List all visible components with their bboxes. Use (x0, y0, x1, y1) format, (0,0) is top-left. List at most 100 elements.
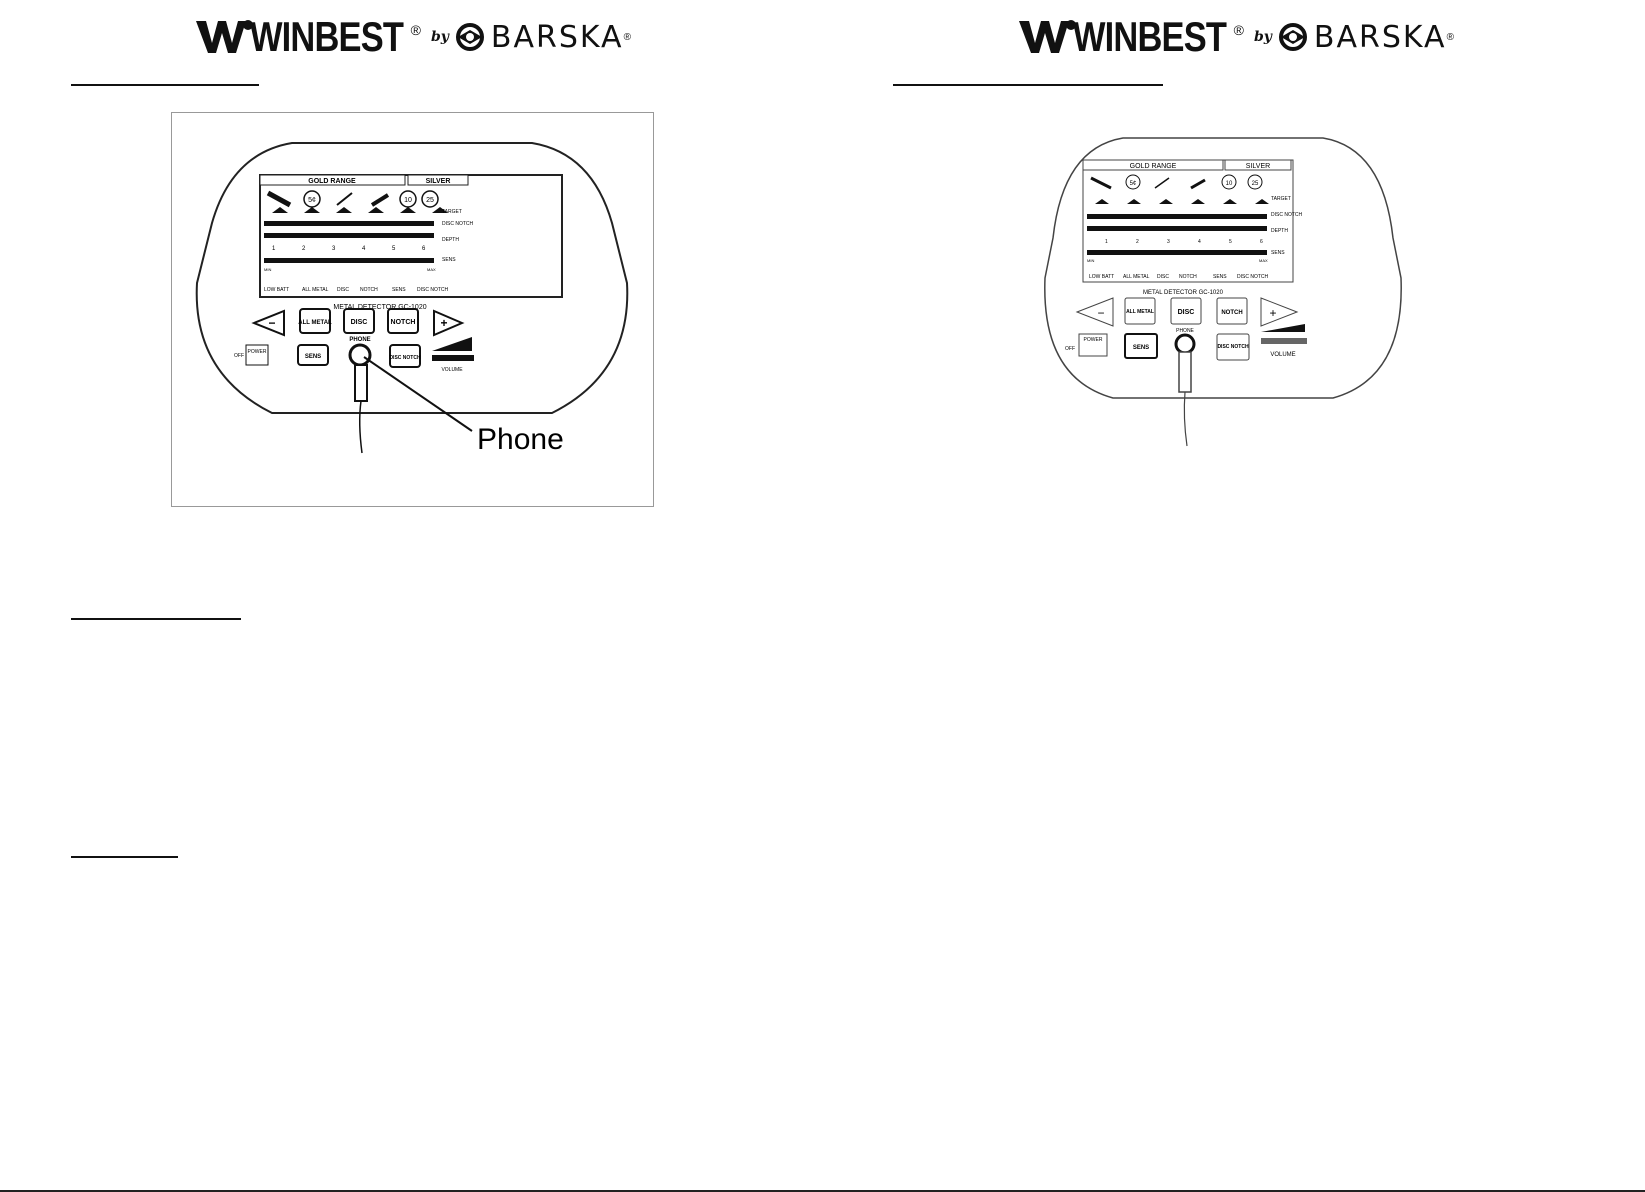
svg-text:DISC NOTCH: DISC NOTCH (1271, 212, 1303, 218)
target-arrow-row (272, 207, 448, 213)
power-switch[interactable] (245, 344, 269, 366)
volume-ramp-icon (1261, 324, 1305, 332)
gold-range-label: GOLD RANGE (308, 178, 356, 185)
detector-housing (195, 142, 629, 414)
notch-button[interactable] (387, 308, 419, 334)
gold-range-tab (259, 174, 406, 186)
svg-text:4: 4 (362, 246, 366, 252)
notch-button[interactable] (1216, 297, 1248, 325)
control-panel-diagram-phone: GOLD RANGE SILVER 5¢ 10 25 1 (171, 112, 654, 507)
svg-text:6: 6 (422, 246, 426, 252)
svg-text:2: 2 (302, 246, 306, 252)
svg-text:NOTCH: NOTCH (360, 287, 378, 293)
silver-tab (407, 174, 469, 186)
callout-line (363, 356, 473, 432)
detector-housing (1044, 137, 1402, 399)
depth-numbers: 1 2 3 4 5 6 (1105, 239, 1263, 245)
gold-range-tab (1082, 159, 1224, 171)
registered-mark: ® (1233, 22, 1244, 38)
svg-text:TARGET: TARGET (1271, 196, 1291, 202)
svg-text:DISC NOTCH: DISC NOTCH (1237, 274, 1269, 280)
disc-notch-label: DISC NOTCH (1217, 344, 1249, 350)
coin-5-label: 5¢ (1130, 181, 1137, 187)
coin-25-label: 25 (426, 197, 434, 204)
control-panel-diagram: GOLD RANGE SILVER 5¢ 10 25 1 2 3 (1033, 128, 1413, 474)
sens-label: SENS (305, 354, 321, 360)
svg-text:DEPTH: DEPTH (442, 237, 459, 243)
notch-label: NOTCH (391, 319, 416, 326)
sens-button[interactable] (297, 344, 329, 366)
volume-label: VOLUME (441, 367, 463, 373)
disc-notch-segments (1087, 214, 1267, 231)
lcd-right-labels: TARGET DISC NOTCH DEPTH SENS (1271, 196, 1303, 256)
coin-5-label: 5¢ (308, 197, 316, 204)
disc-label: DISC (351, 319, 368, 326)
svg-text:6: 6 (1260, 239, 1263, 245)
svg-text:1: 1 (272, 246, 276, 252)
key-icon (336, 192, 353, 206)
key-icon (1154, 177, 1170, 189)
phone-jack-label: PHONE (349, 337, 370, 343)
by-text: by (1253, 29, 1272, 45)
coin-25-label: 25 (1252, 181, 1259, 187)
plus-label: + (440, 316, 447, 330)
volume-bar (1261, 338, 1307, 344)
right-page: WINBEST ® by BARSKA ® GOLD RANGE SILVER … (823, 0, 1645, 1192)
minus-label: − (268, 316, 275, 330)
phone-jack[interactable] (1174, 333, 1196, 355)
volume-ramp-icon (432, 337, 472, 351)
coin-10-label: 10 (404, 197, 412, 204)
svg-text:DISC: DISC (337, 287, 349, 293)
svg-text:TARGET: TARGET (442, 209, 462, 215)
silver-tab (1224, 159, 1292, 171)
disc-button[interactable] (1170, 297, 1202, 325)
minus-button[interactable] (1075, 297, 1114, 327)
disc-notch-button[interactable] (389, 344, 421, 368)
section-rule-2 (71, 618, 241, 620)
pull-tab-icon (1190, 178, 1206, 190)
partner-name: BARSKA (1313, 19, 1447, 55)
winbest-w-icon (1019, 20, 1075, 53)
control-panel-right-svg: GOLD RANGE SILVER 5¢ 10 25 1 2 3 (1044, 137, 1402, 447)
all-metal-label: ALL METAL (1126, 309, 1154, 315)
off-label: OFF (1065, 346, 1075, 352)
plus-label: + (1269, 306, 1276, 320)
svg-text:DISC: DISC (1157, 274, 1169, 280)
disc-label: DISC (1178, 309, 1195, 316)
plus-button[interactable] (433, 309, 465, 337)
power-label: POWER (1084, 337, 1103, 343)
svg-text:5: 5 (1229, 239, 1232, 245)
gold-range-label: GOLD RANGE (1130, 163, 1177, 170)
notch-label: NOTCH (1221, 310, 1242, 316)
off-label: OFF (234, 353, 244, 359)
svg-text:SENS: SENS (392, 287, 406, 293)
minus-label: − (1097, 306, 1104, 320)
section-rule-1 (71, 84, 259, 86)
power-switch[interactable] (1078, 333, 1108, 357)
partner-name: BARSKA (490, 19, 624, 55)
all-metal-button[interactable] (299, 308, 331, 334)
target-arrow-row (1095, 199, 1269, 204)
all-metal-button[interactable] (1124, 297, 1156, 325)
plus-button[interactable] (1260, 297, 1299, 327)
lcd-bottom-labels: LOW BATT ALL METAL DISC NOTCH SENS DISC … (264, 287, 449, 293)
nail-icon (1090, 176, 1112, 190)
disc-notch-button[interactable] (1216, 333, 1250, 361)
phone-jack[interactable] (348, 343, 372, 367)
disc-button[interactable] (343, 308, 375, 334)
brand-name: WINBEST (250, 13, 404, 60)
headphone-cable (358, 400, 363, 454)
coin-10-icon (1221, 174, 1237, 190)
barska-emblem-icon (455, 23, 484, 51)
section-rule-right (893, 84, 1163, 86)
max-label: MAX (427, 267, 436, 272)
minus-button[interactable] (251, 309, 285, 337)
sens-segments (1087, 250, 1267, 255)
lcd-bottom-labels: LOW BATT ALL METAL DISC NOTCH SENS DISC … (1089, 274, 1269, 280)
volume-bar (432, 355, 474, 361)
sens-button[interactable] (1124, 333, 1158, 359)
model-line: METAL DETECTOR GC-1020 (333, 304, 426, 311)
svg-text:NOTCH: NOTCH (1179, 274, 1197, 280)
control-panel-left-svg: GOLD RANGE SILVER 5¢ 10 25 1 (195, 142, 629, 456)
svg-text:DEPTH: DEPTH (1271, 228, 1288, 234)
